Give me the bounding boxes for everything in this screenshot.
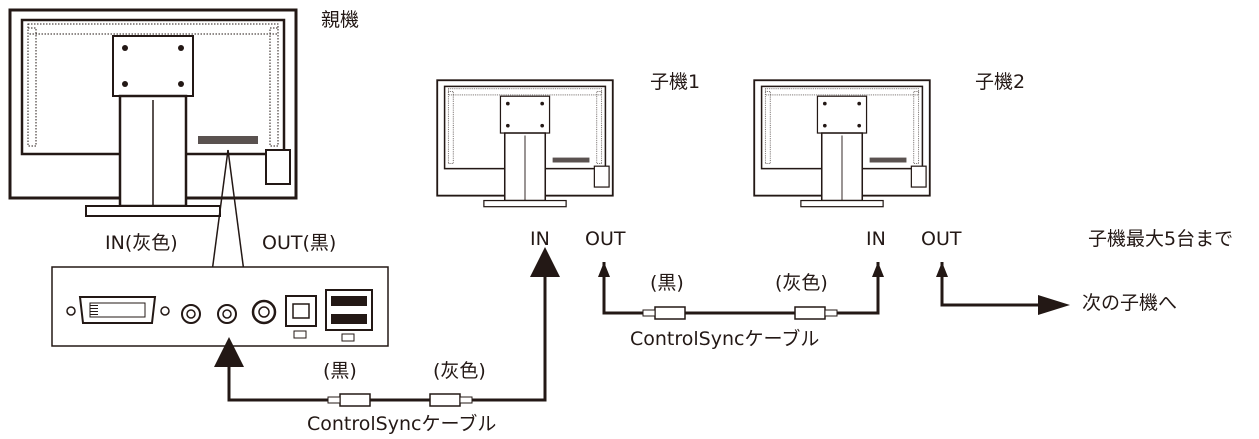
cable-plug-icon: [642, 306, 838, 320]
cable1-name-label: ControlSyncケーブル: [307, 413, 497, 435]
out-black-label: OUT(黒): [262, 232, 337, 254]
next-line: [940, 262, 1040, 307]
cable2-black-label: (黒): [650, 272, 684, 294]
child1-label: 子機1: [650, 71, 701, 93]
cable1-black-label: (黒): [323, 360, 357, 382]
child1-out-label: OUT: [585, 228, 626, 250]
child1-monitor-icon: [436, 79, 614, 208]
child2-label: 子機2: [975, 71, 1026, 93]
child1-in-label: IN: [530, 228, 550, 250]
in-gray-label: IN(灰色): [105, 232, 178, 254]
child2-monitor-icon: [753, 79, 931, 208]
cable2-name-label: ControlSyncケーブル: [630, 328, 820, 350]
parent-monitor-icon: [8, 8, 298, 218]
audio-jack-icon: [181, 299, 277, 325]
child2-out-label: OUT: [921, 228, 962, 250]
next-label: 次の子機へ: [1082, 292, 1178, 314]
max-note-label: 子機最大5台まで: [1088, 228, 1234, 250]
usb-port-icon: [285, 289, 373, 342]
cable2-line: [602, 262, 880, 315]
parent-label: 親機: [321, 9, 360, 31]
cable1-gray-label: (灰色): [433, 360, 486, 382]
dvi-port-icon: [66, 296, 170, 324]
child2-in-label: IN: [866, 228, 886, 250]
cable-plug-icon: [327, 393, 473, 407]
cable2-gray-label: (灰色): [775, 272, 828, 294]
